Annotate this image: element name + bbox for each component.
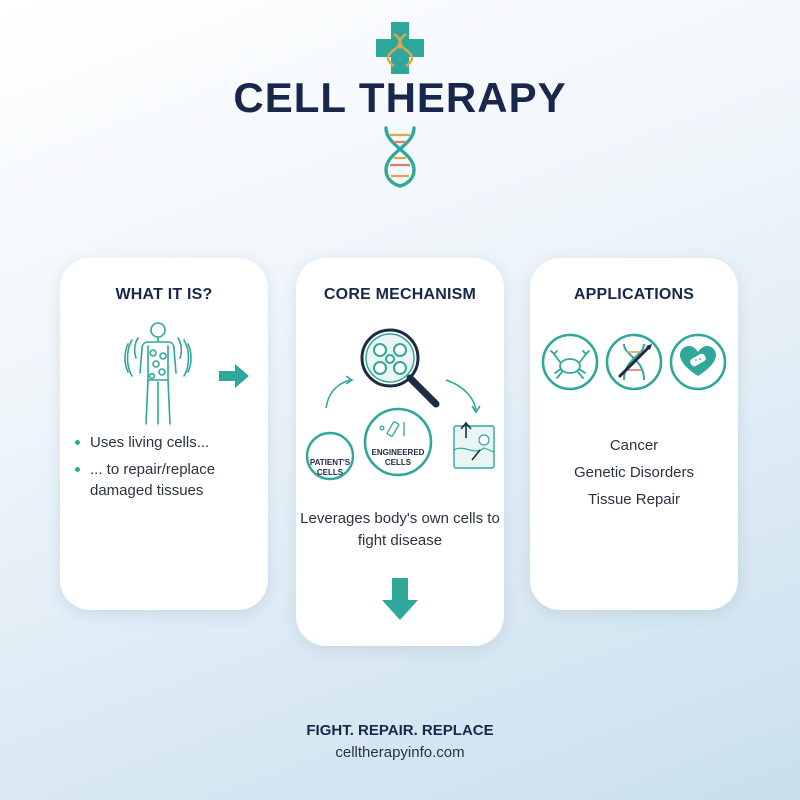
patient-cells-label: PATIENT'S CELLS [309,458,351,477]
card-title: APPLICATIONS [573,286,695,303]
footer: FIGHT. REPAIR. REPLACE celltherapyinfo.c… [0,720,800,764]
arrow-right-icon [219,364,249,388]
core-mechanism-card: CORE MECHANISM PATIE [296,258,504,646]
bullet-item: Uses living cells... [72,432,262,453]
applications-card: APPLICATIONS Cancer Geneti [530,258,738,610]
tagline: FIGHT. REPAIR. REPLACE [306,722,494,739]
application-item: Genetic Disorders [573,464,695,481]
heart-bandage-icon [669,333,727,391]
card-title: CORE MECHANISM [323,286,477,303]
magnifier-cells-icon [360,328,440,408]
bullet-list: Uses living cells... ... to repair/repla… [72,432,262,507]
human-body-icon [124,322,192,425]
website-link[interactable]: celltherapyinfo.com [335,744,465,761]
applications-icons [541,333,727,391]
what-it-is-card: WHAT IT IS? Uses living cells... ... to … [60,258,268,610]
tissue-repair-icon [453,421,495,469]
arrow-down-icon [382,578,418,620]
card-title: WHAT IT IS? [115,286,213,303]
bullet-text: ... to repair/replace damaged tissues [90,461,216,499]
application-item: Cancer [609,437,659,454]
mechanism-diagram [305,328,495,481]
application-item: Tissue Repair [588,491,680,508]
engineered-cells-label: ENGINEERED CELLS [371,448,425,467]
dna-tool-icon [605,333,663,391]
dna-icon [384,126,416,188]
mechanism-description: Leverages body's own cells to fight dise… [300,510,500,549]
crab-icon [541,333,599,391]
header: CELL THERAPY [0,0,800,200]
applications-list: Cancer Genetic Disorders Tissue Repair [530,432,738,513]
bullet-text: Uses living cells... [90,434,210,451]
page-title: CELL THERAPY [233,74,567,121]
bullet-item: ... to repair/replace damaged tissues [72,459,262,501]
medical-cross-icon [376,22,424,74]
